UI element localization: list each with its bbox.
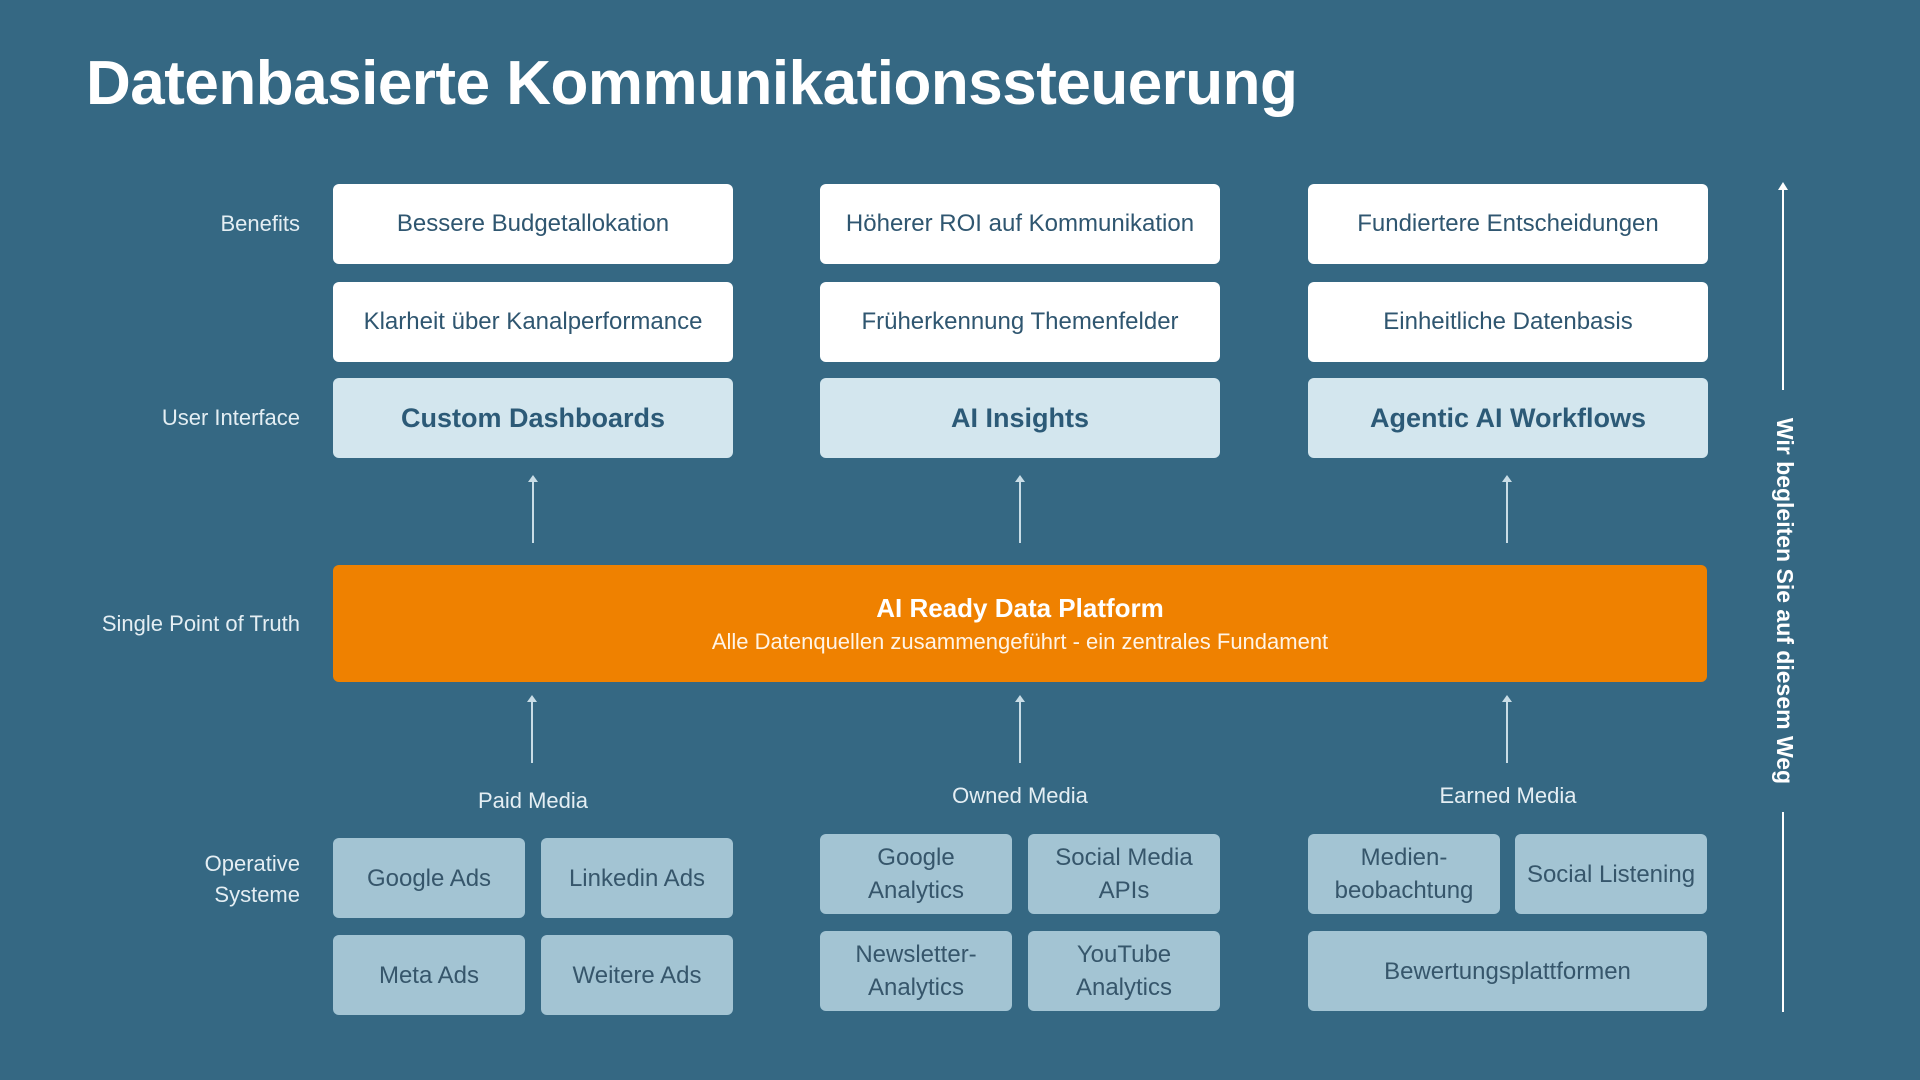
source-line: Analytics [867,974,965,1001]
source-line: APIs [1098,877,1150,904]
row-label-benefits: Benefits [220,211,301,236]
side-arrow-head-icon [1778,182,1788,190]
side-text: Wir begleiten Sie auf diesem Weg [1772,417,1798,785]
page-title: Datenbasierte Kommunikationssteuerung [86,49,1298,118]
source-line: Analytics [1075,974,1173,1001]
group-label-earned: Earned Media [1439,783,1577,808]
row-label-operative-line2: Systeme [214,882,300,907]
ui-box-agentic-workflows: Agentic AI Workflows [1308,378,1708,458]
benefit-box: Fundiertere Entscheidungen [1308,184,1708,264]
arrow-up [528,475,538,543]
side-line-top [1782,188,1784,390]
platform-title: AI Ready Data Platform [876,592,1164,623]
source-google-ads: Google Ads [333,838,525,918]
source-youtube-analytics: YouTube Analytics [1028,931,1220,1011]
benefit-box: Einheitliche Datenbasis [1308,282,1708,362]
source-newsletter-analytics: Newsletter- Analytics [820,931,1012,1011]
arrow-up [1502,695,1512,763]
platform-subtitle: Alle Datenquellen zusammengeführt - ein … [711,628,1329,654]
ui-box-ai-insights: AI Insights [820,378,1220,458]
arrow-up [1015,695,1025,763]
arrow-up [1502,475,1512,543]
source-line: Medien- [1360,844,1448,871]
source-line: Social Media [1055,844,1193,871]
source-medienbeobachtung: Medien- beobachtung [1308,834,1500,914]
source-google-analytics: Google Analytics [820,834,1012,914]
source-line: Newsletter- [855,941,977,968]
data-platform-box: AI Ready Data Platform Alle Datenquellen… [333,565,1707,682]
row-label-user-interface: User Interface [161,405,300,430]
arrow-up [1015,475,1025,543]
source-weitere-ads: Weitere Ads [541,935,733,1015]
source-meta-ads: Meta Ads [333,935,525,1015]
source-line: YouTube [1076,941,1172,968]
source-line: Analytics [867,877,965,904]
arrow-up [527,695,537,763]
source-linkedin-ads: Linkedin Ads [541,838,733,918]
benefit-box: Klarheit über Kanalperformance [333,282,733,362]
group-label-paid: Paid Media [477,788,589,813]
source-social-listening: Social Listening [1515,834,1707,914]
benefit-box: Höherer ROI auf Kommunikation [820,184,1220,264]
row-label-operative-line1: Operative [204,851,300,876]
source-bewertungsplattformen: Bewertungsplattformen [1308,931,1707,1011]
row-label-operative: Operative Systeme [40,848,300,910]
source-line: beobachtung [1334,877,1474,904]
side-line-bottom [1782,812,1784,1012]
source-line: Google [877,844,955,871]
source-social-media-apis: Social Media APIs [1028,834,1220,914]
group-label-owned: Owned Media [952,783,1088,808]
row-label-single-point: Single Point of Truth [101,611,300,636]
benefit-box: Früherkennung Themenfelder [820,282,1220,362]
ui-box-custom-dashboards: Custom Dashboards [333,378,733,458]
benefit-box: Bessere Budgetallokation [333,184,733,264]
